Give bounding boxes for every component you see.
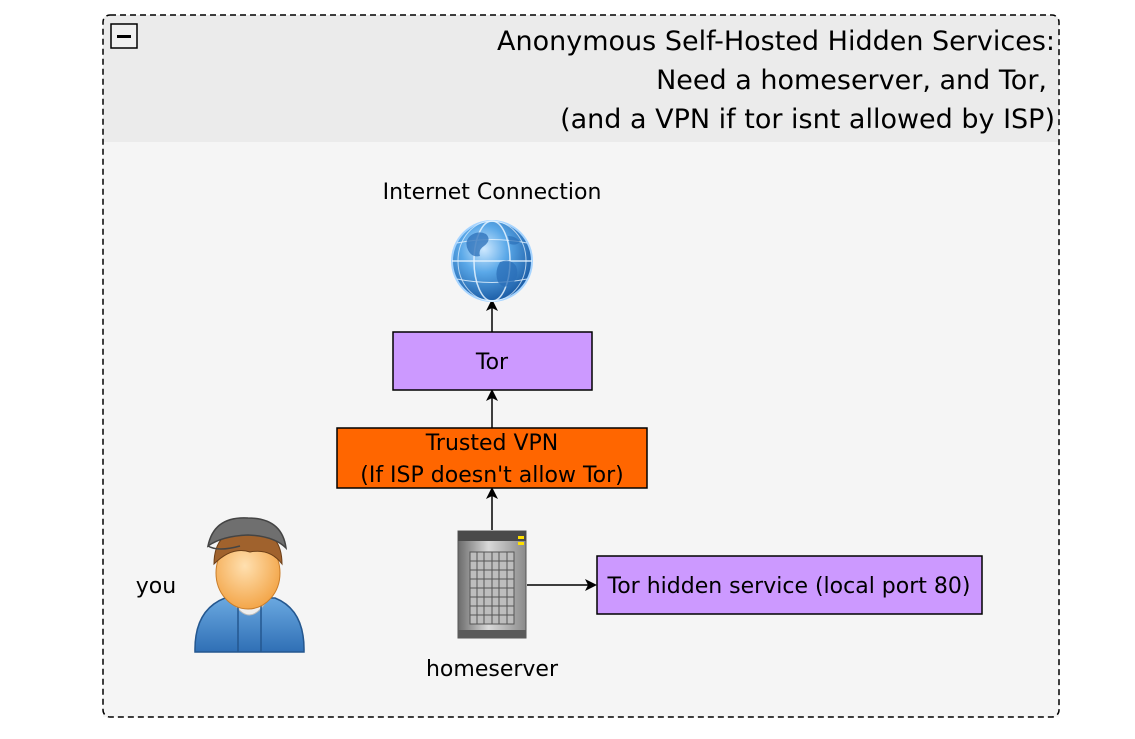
internet-label: Internet Connection [383,180,602,205]
minus-icon [117,35,131,38]
tor-box [392,331,593,391]
edges [486,299,597,591]
node-internet[interactable]: Internet Connection [383,180,602,302]
container-title-line-3: (and a VPN if tor isnt allowed by ISP) [560,104,1055,135]
container-title-line-1: Anonymous Self-Hosted Hidden Services: [497,26,1055,57]
tor-label: Tor [475,350,509,375]
node-tor[interactable]: Tor [392,331,593,391]
user-label: you [136,574,176,599]
user-icon [194,517,305,653]
vpn-label-line-1: Trusted VPN [425,431,559,456]
hidden-service-box [596,555,983,615]
globe-icon [451,220,533,302]
vpn-box [336,427,648,489]
server-icon [457,530,527,639]
vpn-label-line-2: (If ISP doesn't allow Tor) [360,463,624,488]
collapse-button[interactable] [110,23,138,49]
container-title-line-2: Need a homeserver, and Tor, [656,65,1047,96]
node-hidden-service[interactable]: Tor hidden service (local port 80) [596,555,983,615]
node-vpn[interactable]: Trusted VPN (If ISP doesn't allow Tor) [336,427,648,489]
node-homeserver[interactable]: homeserver [426,530,559,682]
hidden-service-label: Tor hidden service (local port 80) [607,574,971,599]
container-header-bg [103,15,1059,142]
homeserver-label: homeserver [426,657,559,682]
node-user[interactable]: you [136,517,305,653]
container-border [102,14,1060,718]
